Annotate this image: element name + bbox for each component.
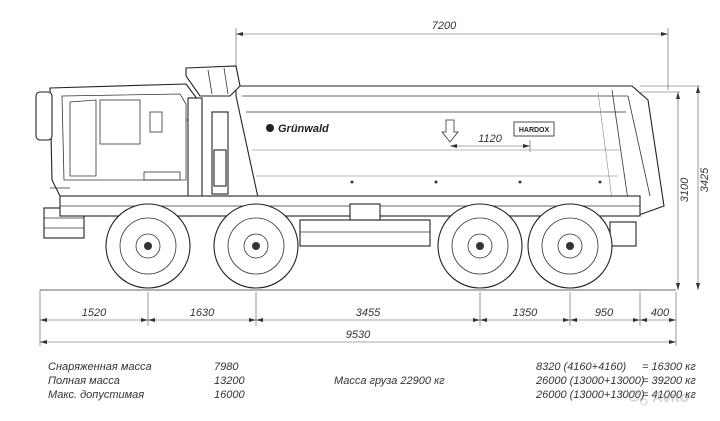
spec-total-curb: = 16300 кг — [642, 361, 696, 373]
spec-label-max: Макс. допустимая — [48, 389, 144, 401]
dim-400-label: 400 — [651, 307, 670, 319]
wheel-4 — [527, 203, 613, 289]
cab — [35, 83, 203, 239]
watermark: Avito — [628, 389, 689, 406]
spec-label-gross: Полная масса — [48, 375, 120, 387]
wheel-1 — [105, 203, 191, 289]
spec-rear-curb: 8320 (4160+4160) — [536, 361, 627, 373]
spec-front-curb: 7980 — [214, 361, 239, 373]
spec-front-max: 16000 — [214, 389, 245, 401]
dim-1120-label: 1120 — [478, 133, 503, 145]
specs-table: Снаряженная масса Полная масса Макс. доп… — [48, 361, 696, 401]
spec-total-max: = 41000 кг — [642, 389, 696, 401]
dim-3100-label: 3100 — [679, 177, 691, 202]
dim-1350-label: 1350 — [513, 307, 538, 319]
wheel-2 — [213, 203, 299, 289]
watermark-text: Avito — [652, 389, 689, 406]
dim-950-label: 950 — [595, 307, 614, 319]
spec-rear-gross: 26000 (13000+13000) — [535, 375, 645, 387]
dim-9530-label: 9530 — [346, 329, 371, 341]
dim-3425-label: 3425 — [699, 167, 711, 192]
dim-1520-label: 1520 — [82, 307, 107, 319]
spec-total-gross: = 39200 кг — [642, 375, 696, 387]
dim-1630-label: 1630 — [190, 307, 215, 319]
spec-payload: Масса груза 22900 кг — [334, 375, 445, 387]
dim-3455-label: 3455 — [356, 307, 381, 319]
dim-bottom: 1520 1630 3455 1350 950 400 9530 — [39, 290, 677, 346]
dim-top-length: 7200 — [235, 20, 669, 96]
dump-body: Grünwald HARDOX 1120 — [185, 65, 665, 217]
spec-rear-max: 26000 (13000+13000) — [535, 389, 645, 401]
dim-7200-label: 7200 — [432, 20, 457, 32]
body-logo-text: Grünwald — [278, 123, 329, 135]
spec-label-curb: Снаряженная масса — [48, 361, 152, 373]
spec-front-gross: 13200 — [214, 375, 245, 387]
dim-heights: 3425 3100 — [640, 85, 711, 290]
hardox-plate-label: HARDOX — [519, 127, 550, 134]
wheel-3 — [437, 203, 523, 289]
